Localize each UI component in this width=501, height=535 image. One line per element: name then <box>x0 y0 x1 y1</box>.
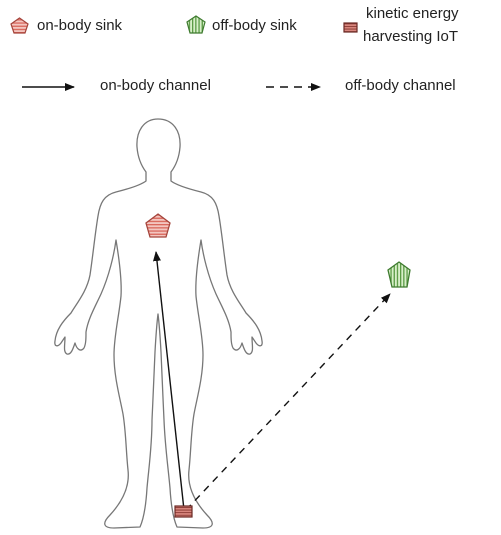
legend-off-body-channel-label: off-body channel <box>345 77 456 95</box>
legend-iot-label-line1: kinetic energy <box>366 5 459 23</box>
off-body-sink-node <box>388 262 410 287</box>
legend-off-body-sink-icon <box>187 16 205 33</box>
legend-on-body-sink-label: on-body sink <box>37 17 122 35</box>
iot-node <box>175 506 192 517</box>
human-body-outline <box>55 119 262 528</box>
off-body-channel-arrow <box>186 294 390 510</box>
legend-iot-label-line2: harvesting IoT <box>363 28 458 46</box>
legend-on-body-sink-icon <box>11 18 28 33</box>
legend-iot-node-icon <box>344 23 357 32</box>
legend-on-body-channel-label: on-body channel <box>100 77 211 95</box>
on-body-channel-arrow <box>156 252 184 510</box>
legend-off-body-sink-label: off-body sink <box>212 17 297 35</box>
on-body-sink-node <box>146 214 170 237</box>
